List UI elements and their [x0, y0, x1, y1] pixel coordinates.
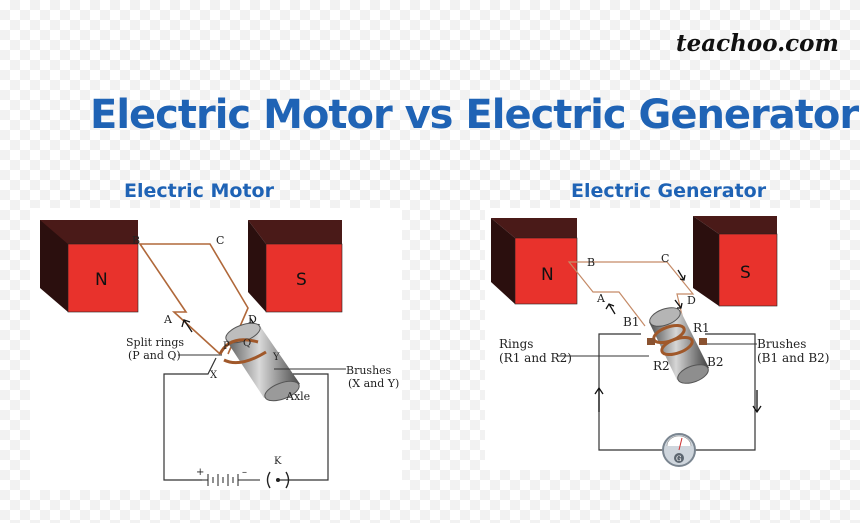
motion-arrows	[605, 269, 686, 315]
south-label: S	[740, 263, 751, 283]
generator-heading: Electric Generator	[571, 180, 767, 202]
generator-diagram: N S B C A D B1 R	[491, 216, 829, 467]
circuit-wires	[163, 357, 329, 481]
axle	[649, 307, 709, 384]
b1-label: B1	[623, 315, 639, 329]
point-b: B	[587, 256, 595, 269]
coil	[567, 261, 695, 329]
axle-label: Axle	[285, 390, 310, 403]
rings-sub-label: (R1 and R2)	[499, 351, 572, 365]
point-c: C	[216, 234, 224, 247]
generator-diagram-panel: N S B C A D B1 R	[485, 208, 830, 470]
point-x: X	[210, 370, 218, 381]
point-b: B	[132, 234, 140, 247]
rings-label: Rings	[499, 337, 533, 351]
galvanometer-label: G	[676, 455, 682, 463]
motor-heading: Electric Motor	[124, 180, 274, 202]
r2-label: R2	[653, 359, 670, 373]
b2-label: B2	[707, 355, 723, 369]
brushes-label: Brushes	[757, 337, 806, 351]
point-p: P	[223, 341, 230, 352]
current-arrows	[594, 386, 762, 414]
brand-logo: teachoo.com	[676, 30, 839, 57]
r1-label: R1	[693, 321, 710, 335]
galvanometer-icon: G	[662, 433, 696, 467]
point-d: D	[248, 313, 257, 326]
brushes-sub-label: (B1 and B2)	[757, 351, 829, 365]
point-q: Q	[243, 338, 251, 349]
point-a: A	[163, 313, 173, 326]
point-d: D	[687, 294, 696, 307]
north-magnet: N	[491, 218, 578, 305]
page-title: Electric Motor vs Electric Generator	[90, 92, 859, 138]
south-label: S	[296, 270, 307, 290]
coil	[138, 243, 249, 355]
north-label: N	[541, 265, 554, 285]
axle	[225, 322, 300, 402]
north-magnet: N	[40, 220, 139, 313]
brushes	[647, 338, 707, 345]
split-rings	[218, 338, 267, 365]
point-c: C	[661, 252, 669, 265]
battery-plus: +	[196, 467, 204, 478]
south-magnet: S	[693, 216, 778, 307]
key-label: K	[274, 456, 282, 467]
motor-diagram: N S B C A D Split rings (P and Q) P Q X …	[40, 220, 399, 489]
brushes-sub-label: (X and Y)	[348, 377, 399, 390]
battery-minus: –	[242, 467, 247, 478]
motor-diagram-panel: N S B C A D Split rings (P and Q) P Q X …	[30, 208, 402, 490]
point-y: Y	[272, 352, 280, 363]
key-switch-icon	[266, 471, 290, 489]
north-label: N	[95, 270, 108, 290]
point-a: A	[596, 292, 606, 305]
split-rings-sub-label: (P and Q)	[128, 349, 181, 362]
brushes-label: Brushes	[346, 364, 392, 377]
split-rings-label: Split rings	[126, 336, 184, 349]
south-magnet: S	[248, 220, 343, 313]
battery-icon	[202, 474, 260, 486]
